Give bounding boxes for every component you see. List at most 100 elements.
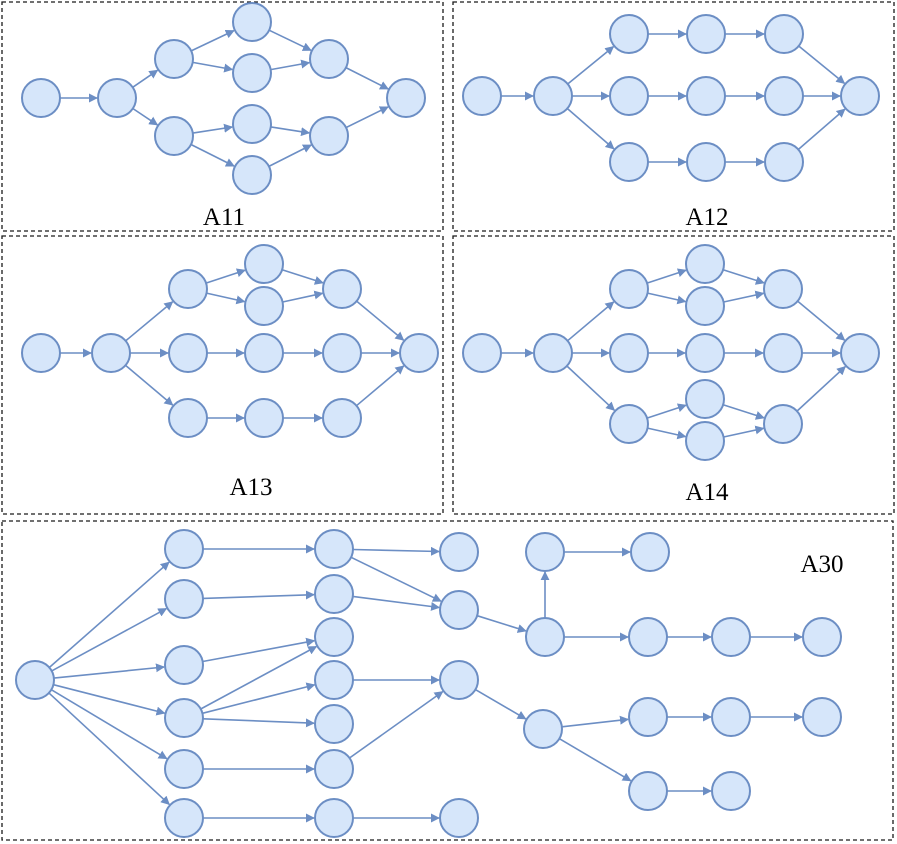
node-a11-n9 (309, 39, 349, 79)
node-a13-n3 (168, 269, 208, 309)
edge-a11-n4-n8 (190, 143, 235, 167)
node-a30-a6 (164, 798, 204, 838)
node-a14-n5 (609, 404, 649, 444)
edge-a30-f1-g1 (561, 715, 629, 728)
node-a30-h2 (711, 771, 751, 811)
edge-a30-r-a6 (48, 692, 170, 806)
node-a13-n13 (399, 333, 439, 373)
node-a11-n11 (386, 78, 426, 118)
node-a30-b5 (314, 704, 354, 744)
edge-a13-n2-n3 (125, 301, 174, 342)
node-a13-n2 (91, 333, 131, 373)
node-a11-n6 (232, 53, 272, 93)
node-a11-n8 (232, 155, 272, 195)
node-a12-n3 (609, 14, 649, 54)
edge-a14-n2-n5 (566, 365, 616, 411)
node-a30-a1 (164, 529, 204, 569)
node-a11-n7 (232, 104, 272, 144)
node-a30-d4 (802, 617, 842, 657)
node-a14-n9 (685, 333, 725, 373)
node-a13-n4 (168, 333, 208, 373)
node-a14-n10 (763, 333, 803, 373)
edge-a14-n5-n12 (647, 427, 687, 440)
edge-a30-a4-b5 (202, 718, 315, 728)
edge-a14-n13-n14 (796, 365, 846, 412)
edge-a12-n11-n12 (797, 108, 846, 151)
edge-a13-n7-n8 (282, 290, 324, 303)
node-a30-c4 (439, 798, 479, 838)
edge-a13-n6-n8 (281, 269, 324, 285)
node-a30-b1 (314, 529, 354, 569)
panel-a13-border (1, 235, 444, 515)
edge-a30-a2-b2 (202, 590, 315, 600)
node-a30-d3 (711, 617, 751, 657)
node-a30-c1 (439, 532, 479, 572)
edge-a14-n11-n13 (722, 404, 765, 420)
nodes-layer (15, 2, 880, 838)
node-a30-b2 (314, 574, 354, 614)
node-a14-n12 (685, 421, 725, 461)
edge-a11-n7-n10 (270, 126, 311, 137)
node-a13-n9 (244, 333, 284, 373)
node-a12-n8 (686, 142, 726, 182)
edge-a30-b1-c1 (352, 546, 440, 556)
node-a13-n10 (322, 333, 362, 373)
panel-a12-label: A12 (685, 204, 728, 231)
node-a30-f1 (523, 709, 563, 749)
node-a11-n1 (21, 78, 61, 118)
panel-a11-label: A11 (203, 204, 245, 231)
node-a12-n7 (686, 76, 726, 116)
node-a14-n11 (685, 379, 725, 419)
edge-a14-n3-n7 (647, 292, 687, 305)
node-a14-n1 (462, 333, 502, 373)
node-a14-n13 (763, 404, 803, 444)
panel-a14: A14 (452, 235, 895, 515)
node-a30-g1 (628, 697, 668, 737)
node-a11-n5 (232, 2, 272, 42)
node-a30-b6 (314, 749, 354, 789)
node-a13-n5 (168, 398, 208, 438)
edge-a12-n2-n3 (567, 45, 615, 85)
panel-a14-label: A14 (685, 479, 729, 506)
node-a12-n11 (764, 142, 804, 182)
edge-a13-n12-n13 (355, 365, 405, 407)
edge-a14-n8-n14 (797, 300, 846, 341)
node-a13-n8 (322, 269, 362, 309)
edge-a30-b2-c2 (352, 595, 441, 611)
node-a30-a5 (164, 749, 204, 789)
edge-a30-r-a5 (50, 689, 168, 760)
edge-a11-n8-n10 (268, 144, 313, 168)
edge-a14-n12-n13 (723, 425, 765, 438)
edge-a11-n2-n4 (132, 107, 159, 126)
edge-a11-n3-n6 (192, 61, 234, 73)
node-a14-n4 (609, 333, 649, 373)
edge-a14-n2-n3 (566, 301, 615, 342)
edge-a13-n2-n5 (124, 364, 174, 406)
edge-a11-n3-n5 (190, 29, 235, 52)
edge-a13-n3-n6 (205, 268, 246, 284)
panel-a30-border (1, 520, 894, 841)
node-a30-b7 (314, 798, 354, 838)
edge-a30-a4-b3 (200, 645, 318, 710)
edge-a30-b1-c2 (350, 556, 442, 602)
panel-a11: A11 (1, 1, 444, 232)
panel-a30: A30 (1, 520, 894, 841)
panel-a14-border (452, 235, 895, 515)
edge-a30-r-a2 (51, 607, 168, 672)
node-a13-n12 (322, 398, 362, 438)
node-a30-b3 (314, 617, 354, 657)
node-a12-n4 (609, 76, 649, 116)
node-a30-c2 (439, 590, 479, 630)
edge-a13-n8-n13 (356, 300, 405, 341)
edge-a30-r-a1 (48, 561, 170, 669)
node-a30-g3 (802, 697, 842, 737)
node-a30-d2 (628, 617, 668, 657)
node-a12-n2 (533, 76, 573, 116)
node-a14-n2 (533, 333, 573, 373)
panel-a30-label: A30 (800, 551, 843, 578)
node-a12-n5 (609, 142, 649, 182)
edge-a12-n2-n5 (566, 107, 615, 150)
edge-a14-n6-n8 (722, 269, 765, 285)
edge-a12-n9-n12 (798, 45, 846, 85)
